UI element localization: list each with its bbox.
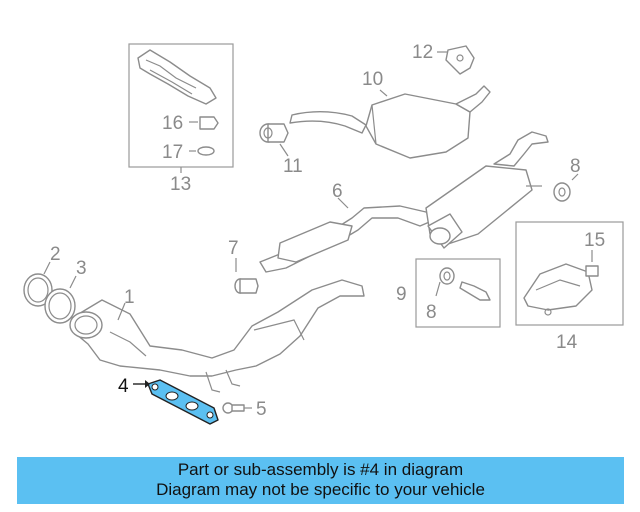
inset-box-13 [128, 43, 234, 173]
callout-4: 4 [118, 376, 129, 397]
callout-14: 14 [556, 332, 578, 353]
inset-box-9 [415, 258, 501, 328]
callout-10: 10 [362, 69, 383, 90]
part-11-clamp [259, 123, 289, 157]
part-1-catalytic-converter [69, 279, 365, 393]
exhaust-system-diagram: 1 2 3 4 5 6 7 8 8 9 10 11 12 13 14 15 16… [23, 42, 624, 425]
callout-3: 3 [76, 258, 87, 279]
callout-2: 2 [50, 244, 61, 265]
part-10-rear-muffler [289, 85, 491, 159]
part-12-bracket [437, 45, 475, 75]
callout-16: 16 [162, 113, 183, 134]
part-7-clamp [234, 258, 259, 294]
part-6-intermediate-pipe [259, 131, 549, 273]
inset-box-14 [515, 221, 624, 326]
callout-8-inset: 8 [426, 302, 437, 323]
banner-line-part-number: Part or sub-assembly is #4 in diagram [177, 460, 464, 479]
callout-9: 9 [396, 284, 407, 305]
callout-8-top: 8 [570, 156, 581, 177]
part-5-bolt [222, 402, 252, 414]
callout-5: 5 [256, 399, 267, 420]
parts-2-3-gaskets [23, 261, 77, 324]
info-banner: Part or sub-assembly is #4 in diagram Di… [17, 457, 624, 504]
callout-13: 13 [170, 174, 191, 195]
callout-11: 11 [283, 156, 303, 177]
part-8-hanger [553, 173, 579, 202]
part-4-gasket-highlighted [133, 379, 219, 425]
callout-6: 6 [332, 181, 343, 202]
callout-12: 12 [412, 42, 433, 63]
banner-line-disclaimer: Diagram may not be specific to your vehi… [156, 480, 485, 499]
callout-15: 15 [584, 230, 605, 251]
callout-1: 1 [124, 287, 135, 308]
callout-17: 17 [162, 142, 183, 163]
callout-7: 7 [228, 238, 239, 259]
